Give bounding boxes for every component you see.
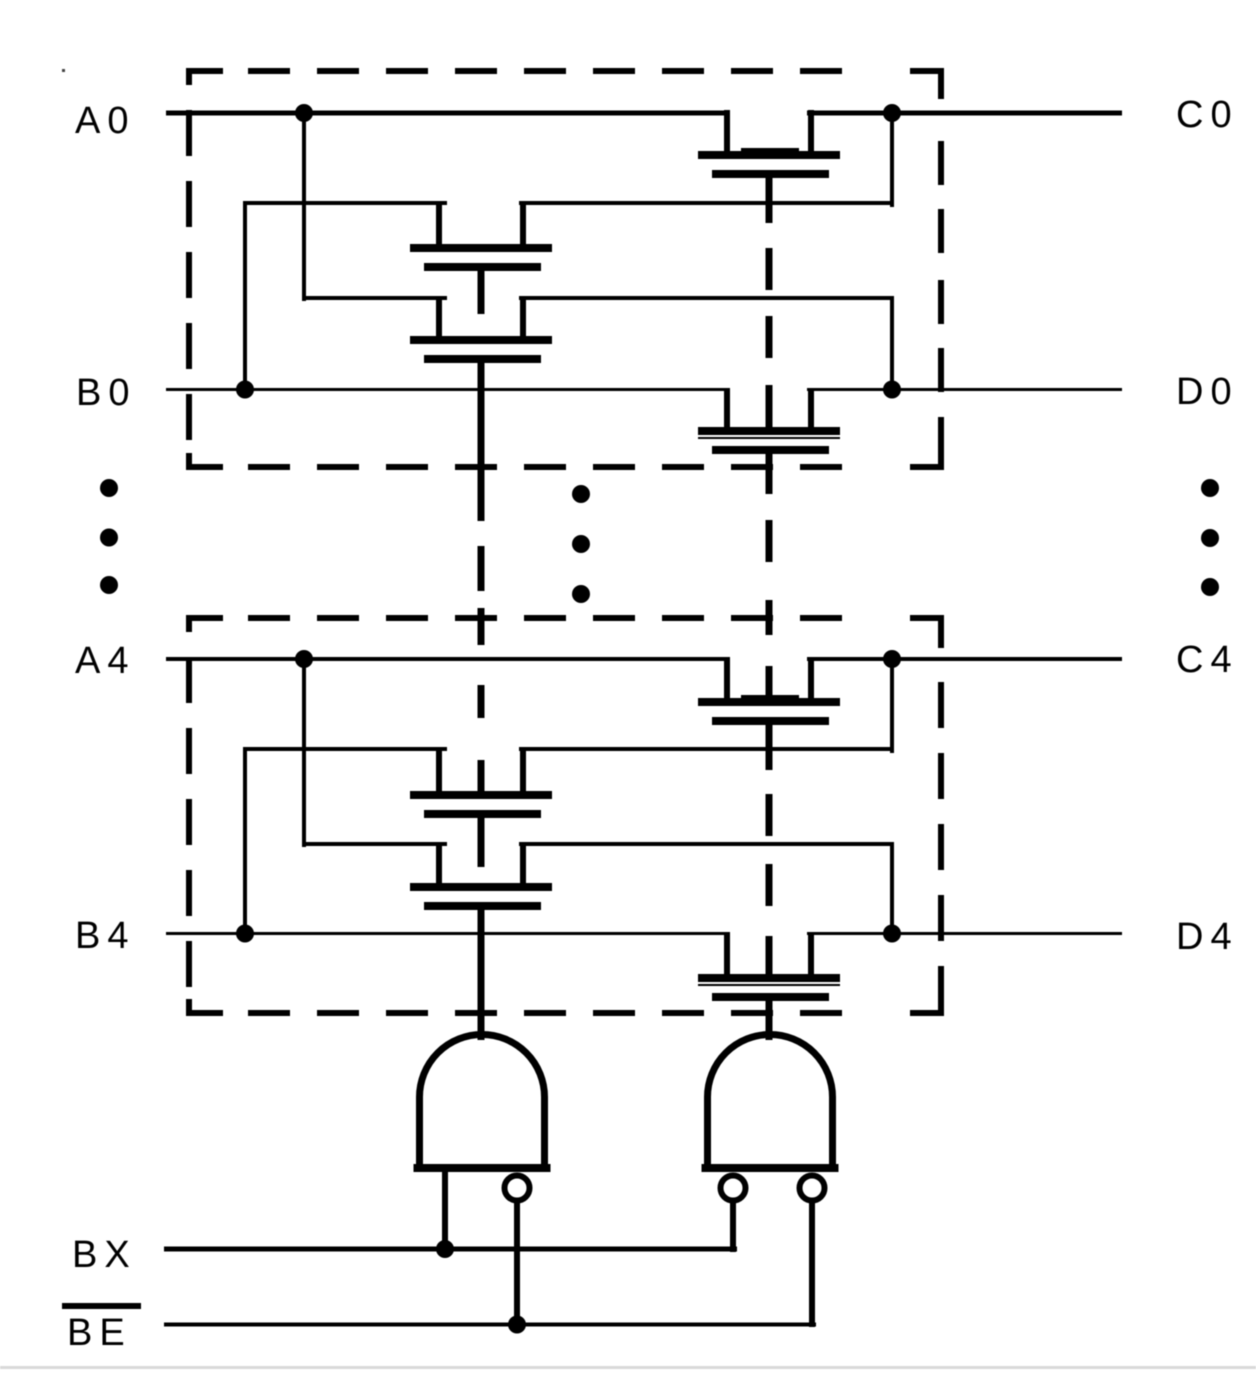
svg-text:D4: D4 <box>1176 916 1239 958</box>
svg-text:BX: BX <box>72 1234 137 1276</box>
svg-text:B4: B4 <box>75 915 135 957</box>
svg-text:C4: C4 <box>1176 639 1239 681</box>
svg-text:C0: C0 <box>1176 94 1239 136</box>
svg-text:BE: BE <box>67 1312 132 1354</box>
svg-text:D0: D0 <box>1176 371 1239 413</box>
svg-text:A4: A4 <box>75 640 135 682</box>
svg-text:B0: B0 <box>76 372 136 414</box>
svg-text:A0: A0 <box>75 100 135 142</box>
